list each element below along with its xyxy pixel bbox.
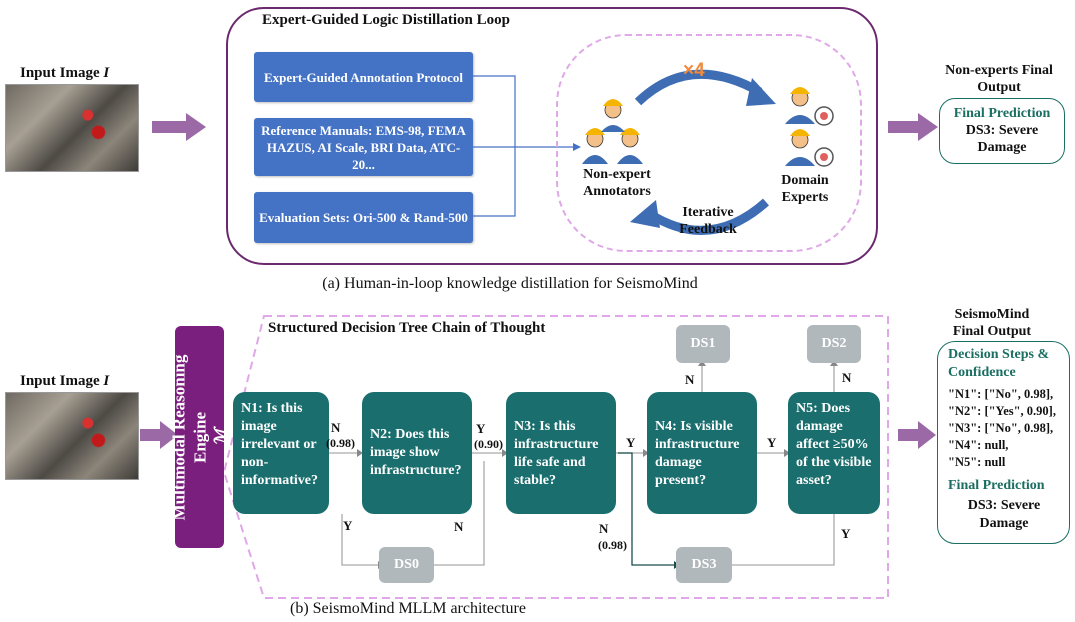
step-n4: "N4": null, [948,438,1009,452]
bottom-input-var: I [103,373,110,389]
top-input-arrow [152,113,206,141]
bottom-input-image [5,392,139,480]
caption-b: (b) SeismoMind MLLM architecture [290,600,526,617]
edge-label-n1-ds0: Y [343,518,353,533]
edge-conf-n3-ds3: (0.98) [598,538,627,552]
top-input-var: I [103,65,110,81]
step-n2: "N2": ["Yes", 0.90], [948,404,1056,418]
caption-a: (a) Human-in-loop knowledge distillation… [322,275,698,292]
ds1-box: DS1 [676,325,730,363]
edge-label-n2-n3: Y [476,421,486,436]
top-input-label: Input Image I [20,65,110,81]
seismomind-output-box: Decision Steps & Confidence "N1": ["No",… [937,341,1070,544]
edge-label-n3-ds3: N [599,521,609,536]
reference-manuals-box: Reference Manuals: EMS-98, FEMA HAZUS, A… [254,118,473,176]
domain-experts-label: Domain Experts [781,173,829,205]
non-experts-output-header: Non-experts Final Output [945,63,1053,95]
reasoning-engine: Multimodal Reasoning Engine ℳ [169,326,230,548]
iterative-feedback-label: Iterative Feedback [679,205,737,237]
bottom-output-arrow [898,421,936,449]
tree-title: Structured Decision Tree Chain of Though… [268,320,546,336]
edge-label-n3-n4: Y [626,435,636,450]
step-n3: "N3": ["No", 0.98], [948,421,1054,435]
evaluation-sets-box: Evaluation Sets: Ori-500 & Rand-500 [254,192,473,243]
bottom-input-label: Input Image I [20,373,110,389]
ds0-box: DS0 [379,547,434,583]
annotation-cycle-region [556,34,862,252]
step-n5: "N5": null [948,455,1006,469]
ds3-box: DS3 [676,547,732,583]
bottom-input-arrow [140,421,178,449]
bottom-final-prediction-label: Final Prediction [948,478,1045,493]
non-expert-annotators-label: Non-expert Annotators [583,167,651,199]
step-n1: "N1": ["No", 0.98], [948,387,1054,401]
node-n2: N2: Does this image show infrastructure? [362,392,472,514]
non-experts-output-box: Final Prediction DS3: Severe Damage [939,98,1065,164]
top-output-arrow [888,113,938,141]
worker-group-icon [582,99,643,164]
bottom-final-prediction-value: DS3: Severe Damage [967,498,1041,531]
node-n1: N1: Is this image irrelevant or non-info… [233,392,329,514]
edge-label-n1-n2: N [331,420,341,435]
cycle-arrow-icon [630,69,776,235]
node-n3: N3: Is this infrastructure life safe and… [506,392,616,514]
top-input-image [5,84,139,172]
loop-title: Expert-Guided Logic Distillation Loop [262,12,510,28]
distillation-loop-container [226,7,878,265]
top-final-prediction-value: DS3: Severe Damage [965,123,1039,155]
annotation-protocol-box: Expert-Guided Annotation Protocol [254,52,473,102]
node-n5: N5: Does damage affect ≥50% of the visib… [788,392,880,514]
edge-label-n2-ds0: N [454,519,464,534]
tree-region [224,315,889,599]
top-final-prediction-label: Final Prediction [953,106,1051,121]
steps-label: Decision Steps & Confidence [948,347,1050,380]
expert-badge-icon [785,87,834,167]
steps-list: "N1": ["No", 0.98], "N2": ["Yes", 0.90],… [948,386,1069,471]
box-connectors [473,75,581,217]
edge-conf-n2-n3: (0.90) [474,437,503,451]
edge-label-n5-ds2: N [842,370,852,385]
multiplier: ×4 [683,60,705,81]
ds2-box: DS2 [807,325,861,363]
edge-conf-n1-n2: (0.98) [326,436,355,450]
edge-label-n4-ds1: N [685,372,695,387]
edge-label-n4-n5: Y [767,435,777,450]
edge-label-n5-ds3: Y [841,526,851,541]
node-n4: N4: Is visible infrastructure damage pre… [647,392,757,514]
seismomind-output-header: SeismoMind Final Output [952,307,1032,339]
